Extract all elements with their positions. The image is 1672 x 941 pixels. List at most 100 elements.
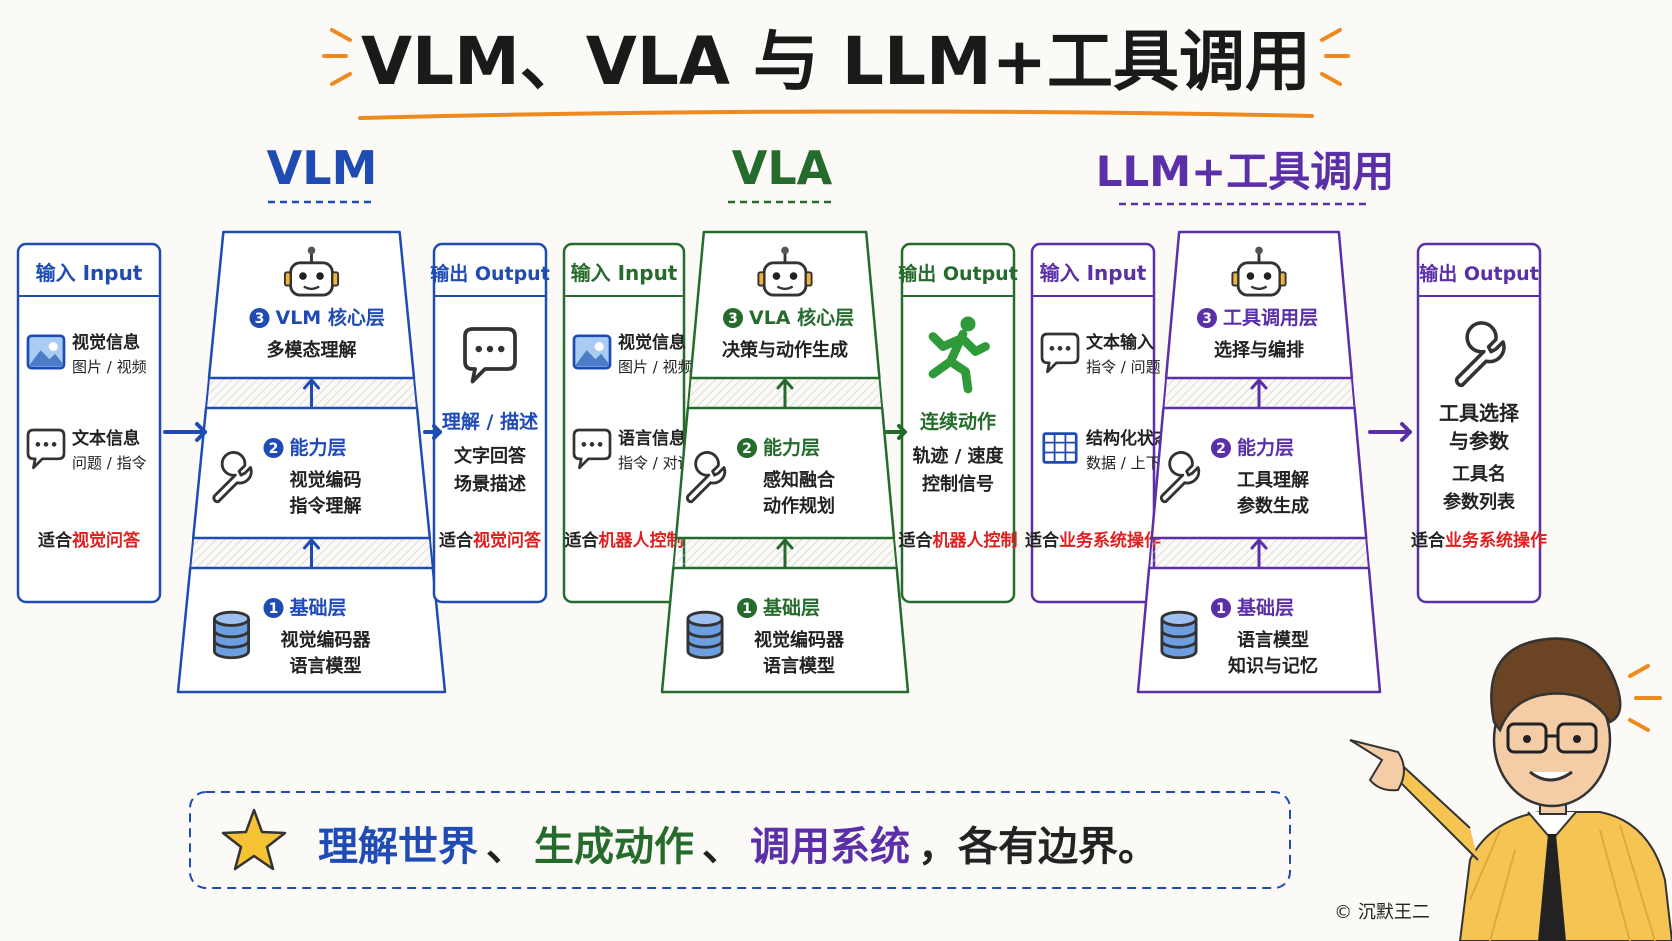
input-item-detail: 数据 / 上下文 <box>1086 454 1176 472</box>
output-frame <box>1416 242 1542 604</box>
output-head: 连续动作 <box>920 410 996 433</box>
layer-frame <box>191 406 432 540</box>
input-fit-note: 适合视觉问答 <box>38 530 141 551</box>
layer-number-badge <box>737 598 757 618</box>
chat-icon <box>572 428 612 470</box>
wrench-icon <box>1159 451 1201 504</box>
input-fit-note: 适合业务系统操作 <box>1025 530 1161 551</box>
layer-number: 2 <box>1216 441 1226 457</box>
chat-icon <box>1040 332 1080 374</box>
wrench-icon <box>1454 321 1506 388</box>
input-frame <box>562 242 686 604</box>
layer-frame <box>689 230 881 380</box>
layer-detail: 决策与动作生成 <box>722 339 848 361</box>
input-item-label: 语言信息 <box>618 428 686 449</box>
layer-frame <box>1164 230 1354 380</box>
fit-prefix: 适合 <box>1025 530 1060 551</box>
output-title: 输出 Output <box>898 262 1018 285</box>
panel-heading-vlm: VLM <box>267 141 378 195</box>
panel-heading-vla: VLA <box>732 141 833 195</box>
input-item-label: 视觉信息 <box>72 332 140 353</box>
summary-bar: 理解世界、生成动作、调用系统，各有边界。 <box>189 791 1291 889</box>
input-title: 输入 Input <box>571 261 678 285</box>
layer-number: 1 <box>269 601 279 617</box>
flow-arrow-head <box>1400 422 1412 442</box>
input-title: 输入 Input <box>1040 261 1147 285</box>
chat-icon <box>26 428 66 470</box>
database-icon <box>212 610 251 660</box>
layer-detail: 语言模型 <box>290 655 362 677</box>
layer-detail: 语言模型 <box>763 655 835 677</box>
flow-arrow <box>423 424 442 440</box>
layer-detail: 多模态理解 <box>267 339 357 361</box>
title-sparks-right <box>1320 28 1350 86</box>
fit-prefix: 适合 <box>38 530 73 551</box>
panel-heading-llm: LLM+工具调用 <box>1096 147 1395 196</box>
presenter-illustration <box>1349 637 1672 941</box>
fit-highlight: 业务系统操作 <box>1059 530 1161 551</box>
layer-detail: 视觉编码 <box>290 469 362 491</box>
layer-detail: 指令理解 <box>290 495 362 517</box>
table-icon <box>1042 432 1078 464</box>
wrench-icon <box>212 451 253 504</box>
robot-icon <box>1231 246 1287 297</box>
input-item-label: 文本输入 <box>1086 332 1154 353</box>
summary-part: 、 <box>702 824 742 870</box>
layer-frame <box>674 406 896 540</box>
output-title: 输出 Output <box>1419 262 1539 285</box>
input-item-label: 视觉信息 <box>618 332 686 353</box>
layer-number-badge <box>737 438 757 458</box>
layer-number: 1 <box>742 601 752 617</box>
up-arrow <box>1250 377 1268 408</box>
database-icon <box>1160 610 1198 660</box>
image-icon <box>26 334 66 370</box>
output-head-2: 与参数 <box>1449 429 1510 453</box>
wrench-icon <box>685 451 727 504</box>
input-title: 输入 Input <box>36 261 143 285</box>
database-icon <box>686 610 724 660</box>
layer-name: 能力层 <box>290 436 347 459</box>
speech-bubble-icon <box>463 327 517 384</box>
robot-icon <box>283 246 340 297</box>
output-head: 理解 / 描述 <box>442 410 538 433</box>
layer-name: VLA 核心层 <box>749 306 854 329</box>
flow-arrow-head <box>195 422 207 442</box>
layer-number-badge <box>723 308 743 328</box>
layer-detail: 知识与记忆 <box>1228 655 1318 677</box>
layer-name: 基础层 <box>762 596 820 619</box>
robot-icon <box>757 246 813 297</box>
output-head: 工具选择 <box>1439 401 1520 425</box>
summary-part: 生成动作 <box>534 824 694 870</box>
title-block: VLM、VLA 与 LLM+工具调用 <box>322 23 1350 120</box>
layer-frame <box>1150 406 1368 540</box>
layer-detail: 工具理解 <box>1237 469 1309 491</box>
output-detail: 控制信号 <box>922 473 994 495</box>
up-arrow <box>303 377 320 408</box>
layer-name: 基础层 <box>1236 596 1294 619</box>
layer-name: 能力层 <box>763 436 820 459</box>
title-underline <box>358 109 1314 120</box>
output-detail: 工具名 <box>1452 463 1506 485</box>
fit-prefix: 适合 <box>565 530 600 551</box>
flow-arrow-head <box>897 424 907 440</box>
layer-name: 能力层 <box>1237 436 1294 459</box>
up-arrow <box>1250 537 1268 568</box>
layer-detail: 语言模型 <box>1237 629 1309 651</box>
image-icon <box>572 334 612 370</box>
output-detail: 轨迹 / 速度 <box>912 445 1004 467</box>
output-fit-note: 适合视觉问答 <box>439 530 542 551</box>
title-sparks-left <box>322 28 352 86</box>
fit-highlight: 业务系统操作 <box>1445 530 1547 551</box>
input-item-label: 结构化状态 <box>1086 428 1171 449</box>
